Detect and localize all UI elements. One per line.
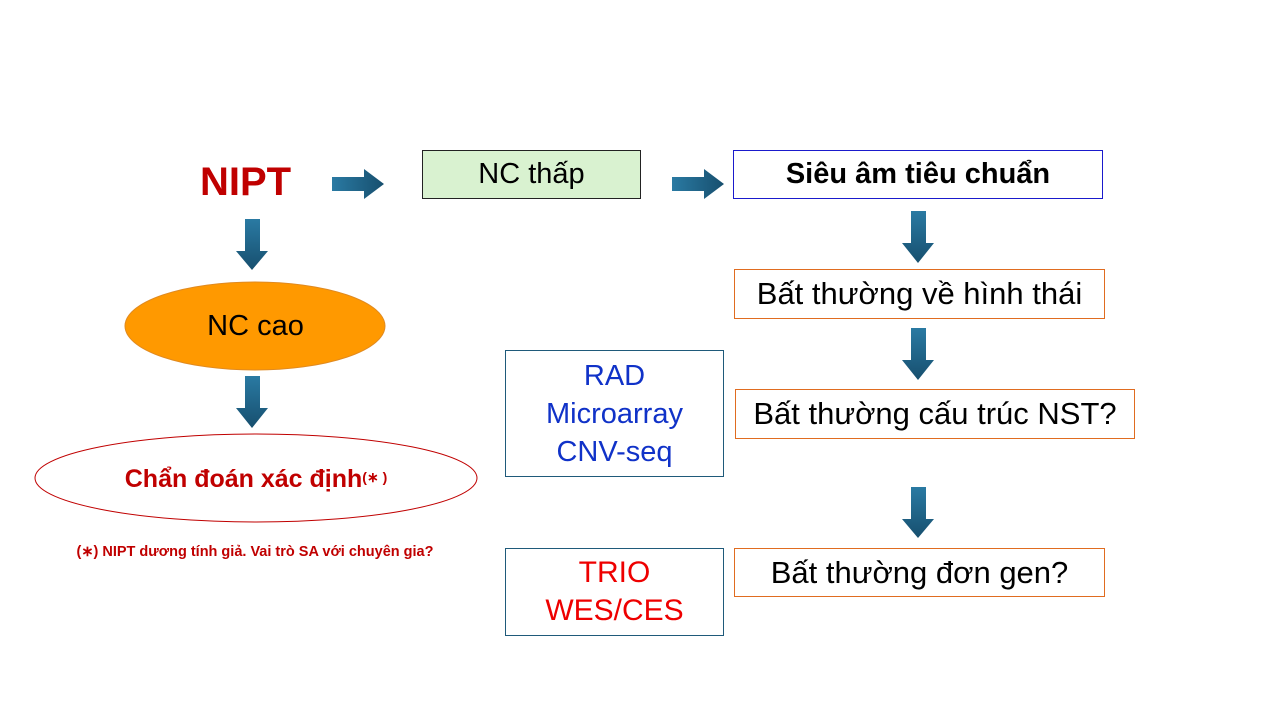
footnote: (∗) NIPT dương tính giả. Vai trò SA với … — [76, 544, 434, 560]
nc-cao-node: NC cao — [125, 282, 386, 371]
test-rad: RAD — [583, 359, 646, 392]
bat-thuong-don-gen-label: Bất thường đơn gen? — [770, 554, 1069, 590]
nc-thap-box: NC thấp — [422, 150, 641, 199]
arrow-nst-to-don-gen — [902, 487, 934, 538]
sieu-am-label: Siêu âm tiêu chuẩn — [785, 158, 1051, 190]
chan-doan-label: Chẩn đoán xác định — [124, 464, 363, 493]
bat-thuong-nst-box: Bất thường cấu trúc NST? — [735, 389, 1135, 439]
nc-cao-ellipse — [124, 281, 386, 371]
arrow-nc-cao-to-chan-doan — [236, 376, 268, 428]
arrow-nipt-to-nc-thap — [332, 169, 384, 199]
test-microarray: Microarray — [546, 397, 683, 430]
chan-doan-node: Chẩn đoán xác định(∗ ) — [34, 434, 478, 524]
single-gene-tests-box: TRIO WES/CES — [505, 548, 724, 636]
nc-thap-label: NC thấp — [478, 158, 585, 190]
bat-thuong-hinh-thai-label: Bất thường về hình thái — [756, 276, 1083, 311]
test-cnv-seq: CNV-seq — [556, 435, 673, 468]
nc-cao-label: NC cao — [207, 310, 304, 342]
chan-doan-ellipse — [34, 433, 478, 523]
sieu-am-tieu-chuan-box: Siêu âm tiêu chuẩn — [733, 150, 1103, 199]
bat-thuong-hinh-thai-box: Bất thường về hình thái — [734, 269, 1105, 319]
arrow-nipt-to-nc-cao — [236, 219, 268, 270]
bat-thuong-don-gen-box: Bất thường đơn gen? — [734, 548, 1105, 597]
nipt-label: NIPT — [200, 160, 292, 204]
structural-tests-box: RAD Microarray CNV-seq — [505, 350, 724, 477]
test-trio: TRIO — [578, 556, 651, 589]
arrow-hinh-thai-to-nst — [902, 328, 934, 380]
test-wes-ces: WES/CES — [545, 594, 684, 627]
arrow-nc-thap-to-sieu-am — [672, 169, 724, 199]
arrow-sieu-am-to-hinh-thai — [902, 211, 934, 263]
footnote-marker: (∗ ) — [362, 468, 388, 485]
bat-thuong-nst-label: Bất thường cấu trúc NST? — [753, 396, 1117, 431]
